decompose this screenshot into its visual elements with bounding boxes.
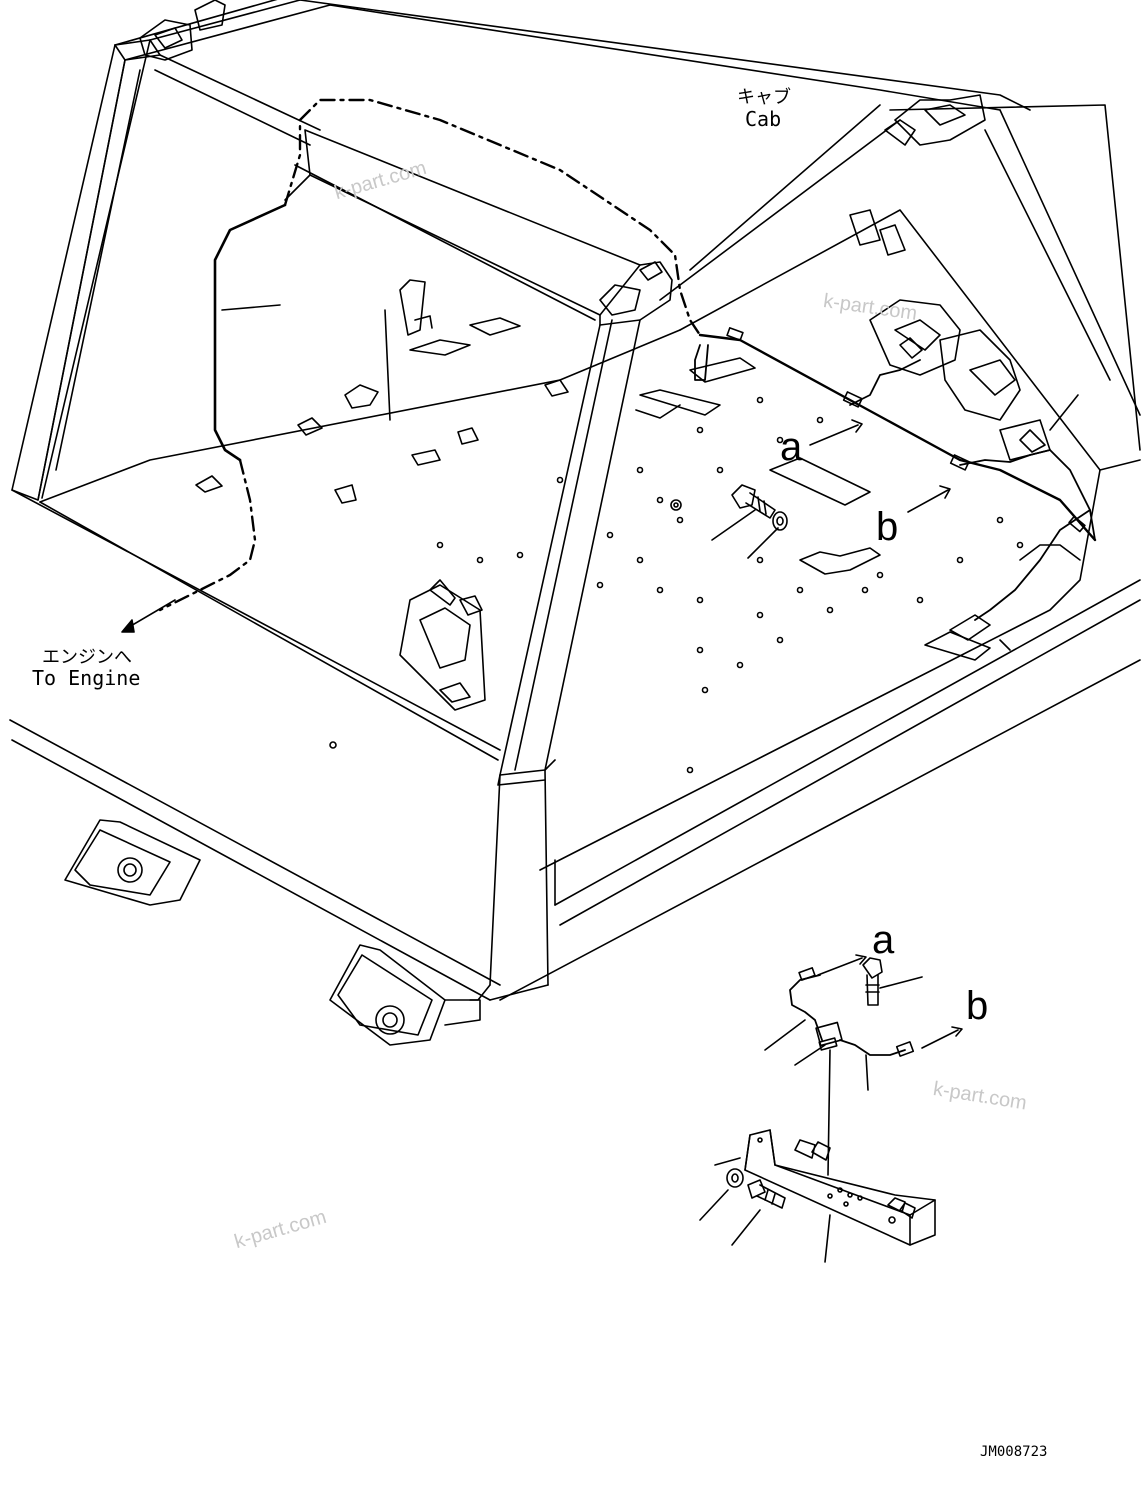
floor-brackets xyxy=(195,279,569,711)
callout-b-main: b xyxy=(876,505,899,549)
detail-screw xyxy=(862,957,923,1006)
bolt-and-washer xyxy=(731,484,788,531)
cab-label-jp: キャブ xyxy=(737,87,791,108)
latch xyxy=(429,579,483,703)
harness-connectors xyxy=(726,327,1086,533)
control-linkage xyxy=(849,209,1081,651)
engine-label-jp: エンジンへ xyxy=(42,647,132,668)
support-pads xyxy=(64,819,481,1046)
floor-features xyxy=(329,357,991,749)
engine-label-en: To Engine xyxy=(32,666,141,690)
callout-b-detail: b xyxy=(966,984,989,1028)
callout-a-main: a xyxy=(780,425,803,469)
callout-a-detail: a xyxy=(872,918,895,962)
cab-roof-frame xyxy=(114,0,1141,471)
rear-beam xyxy=(284,129,673,326)
detail-bolt-washer xyxy=(714,1157,786,1209)
cab-label-en: Cab xyxy=(745,107,782,131)
roof-hinge-blocks xyxy=(139,0,986,146)
detail-bracket xyxy=(744,1129,936,1246)
callout-arrows-top xyxy=(121,419,951,633)
floor-holes xyxy=(436,396,1024,774)
leader-lines-top xyxy=(221,304,1079,559)
drawing-number: JM008723 xyxy=(980,1444,1048,1460)
leader-lines-detail xyxy=(699,1019,869,1263)
cab-left-pillar xyxy=(11,39,161,501)
detail-harness xyxy=(789,954,963,1176)
floor-plate xyxy=(9,209,1141,1001)
